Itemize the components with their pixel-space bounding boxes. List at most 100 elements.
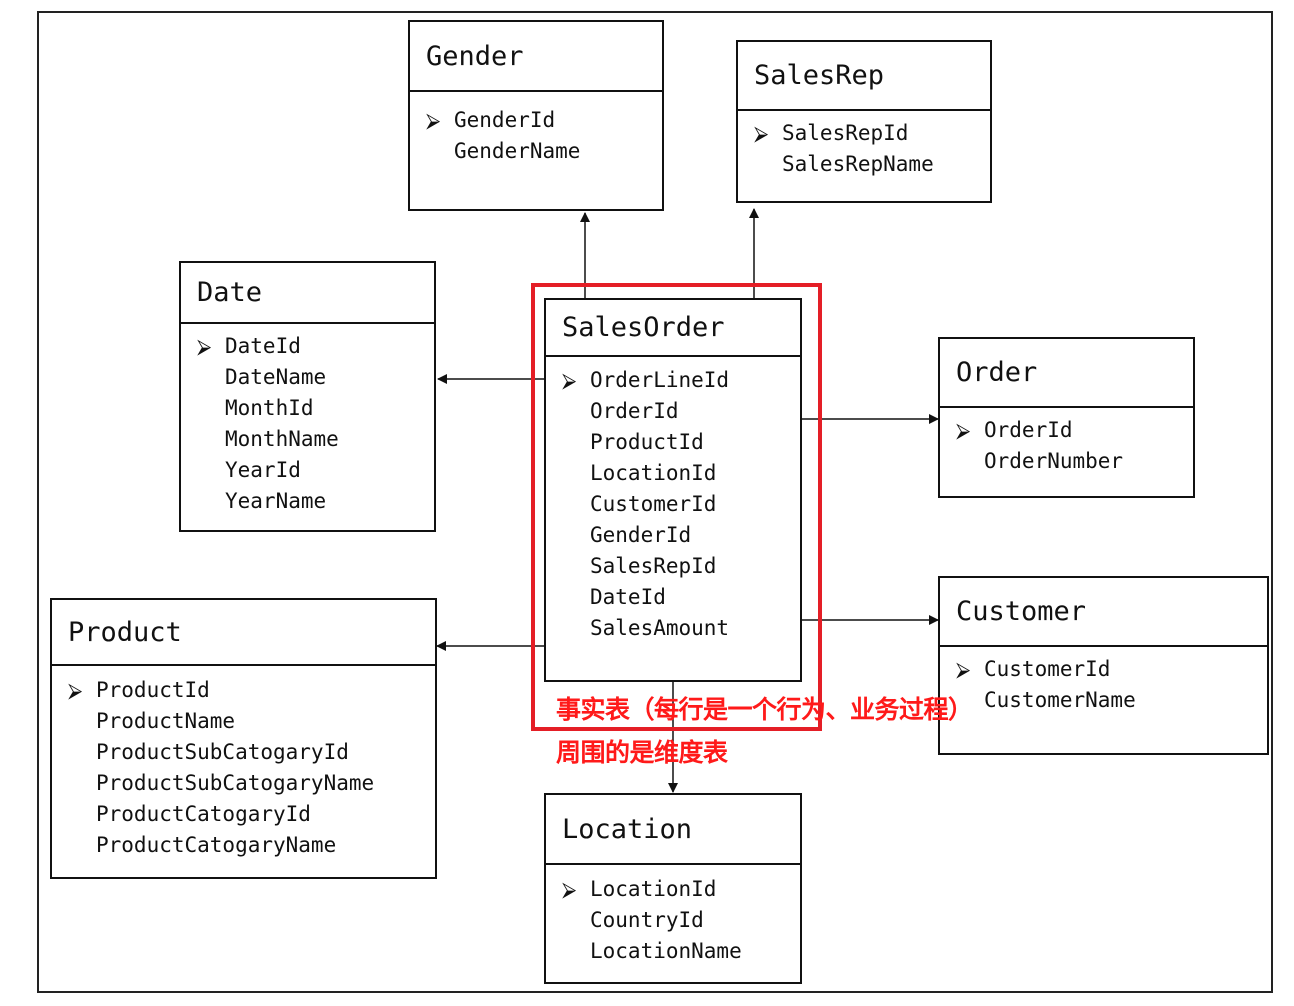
- gender-field: GenderName: [410, 136, 662, 167]
- date-field: MonthId: [181, 393, 434, 424]
- field-name: CountryId: [590, 908, 704, 932]
- location-table-fields: ⮚ LocationId CountryId LocationName: [546, 874, 800, 967]
- salesorder-field: LocationId: [546, 458, 800, 489]
- location-field: CountryId: [546, 905, 800, 936]
- field-name: SalesRepName: [782, 152, 934, 176]
- field-name: MonthName: [225, 427, 339, 451]
- field-name: LocationId: [590, 877, 717, 901]
- date-primary-key: ⮚ DateId: [181, 331, 434, 362]
- order-field: OrderNumber: [940, 446, 1193, 477]
- field-name: CustomerName: [984, 688, 1136, 712]
- field-name: DateId: [590, 585, 666, 609]
- date-field: MonthName: [181, 424, 434, 455]
- field-name: GenderId: [454, 108, 556, 132]
- gender-primary-key: ⮚ GenderId: [410, 105, 662, 136]
- salesorder-field: GenderId: [546, 520, 800, 551]
- field-name: ProductName: [96, 709, 236, 733]
- product-table: Product ⮚ ProductId ProductName ProductSu…: [50, 598, 437, 879]
- product-table-title: Product: [52, 600, 435, 666]
- field-name: ProductSubCatogaryId: [96, 740, 349, 764]
- salesrep-table-fields: ⮚ SalesRepId SalesRepName: [738, 118, 990, 180]
- product-field: ProductCatogaryName: [52, 830, 435, 861]
- arrow-key-icon: ⮚: [68, 678, 83, 702]
- field-name: LocationId: [590, 461, 717, 485]
- field-name: GenderId: [590, 523, 692, 547]
- order-table-title: Order: [940, 339, 1193, 408]
- date-field: DateName: [181, 362, 434, 393]
- field-name: ProductCatogaryName: [96, 833, 337, 857]
- field-name: SalesRepId: [590, 554, 717, 578]
- arrow-key-icon: ⮚: [426, 108, 441, 132]
- customer-table: Customer ⮚ CustomerId CustomerName: [938, 576, 1269, 755]
- salesorder-primary-key: ⮚ OrderLineId: [546, 365, 800, 396]
- product-field: ProductSubCatogaryId: [52, 737, 435, 768]
- product-field: ProductCatogaryId: [52, 799, 435, 830]
- field-name: YearId: [225, 458, 301, 482]
- field-name: GenderName: [454, 139, 581, 163]
- field-name: SalesAmount: [590, 616, 730, 640]
- product-field: ProductName: [52, 706, 435, 737]
- field-name: OrderId: [590, 399, 679, 423]
- salesorder-table-title: SalesOrder: [546, 300, 800, 357]
- date-table: Date ⮚ DateId DateName MonthId MonthName …: [179, 261, 436, 532]
- salesrep-field: SalesRepName: [738, 149, 990, 180]
- location-primary-key: ⮚ LocationId: [546, 874, 800, 905]
- field-name: DateName: [225, 365, 327, 389]
- dimension-table-annotation: 周围的是维度表: [556, 738, 728, 767]
- location-field: LocationName: [546, 936, 800, 967]
- field-name: LocationName: [590, 939, 742, 963]
- salesorder-table: SalesOrder ⮚ OrderLineId OrderId ProductI…: [544, 298, 802, 682]
- gender-table-fields: ⮚ GenderId GenderName: [410, 105, 662, 167]
- gender-table-title: Gender: [410, 22, 662, 92]
- order-table: Order ⮚ OrderId OrderNumber: [938, 337, 1195, 498]
- field-name: OrderNumber: [984, 449, 1124, 473]
- salesorder-field: OrderId: [546, 396, 800, 427]
- fact-table-annotation: 事实表（每行是一个行为、业务过程）: [556, 695, 973, 724]
- arrow-key-icon: ⮚: [754, 121, 769, 145]
- salesrep-table: SalesRep ⮚ SalesRepId SalesRepName: [736, 40, 992, 203]
- salesorder-field: CustomerId: [546, 489, 800, 520]
- salesorder-field: SalesRepId: [546, 551, 800, 582]
- customer-table-title: Customer: [940, 578, 1267, 647]
- field-name: OrderLineId: [590, 368, 730, 392]
- field-name: ProductSubCatogaryName: [96, 771, 375, 795]
- date-field: YearId: [181, 455, 434, 486]
- arrow-key-icon: ⮚: [956, 657, 971, 681]
- salesorder-field: ProductId: [546, 427, 800, 458]
- salesorder-field: SalesAmount: [546, 613, 800, 644]
- product-table-fields: ⮚ ProductId ProductName ProductSubCatogar…: [52, 675, 435, 861]
- fact-table-highlight: [531, 283, 822, 731]
- field-name: CustomerId: [984, 657, 1111, 681]
- product-primary-key: ⮚ ProductId: [52, 675, 435, 706]
- field-name: DateId: [225, 334, 301, 358]
- date-table-title: Date: [181, 263, 434, 324]
- arrow-key-icon: ⮚: [562, 368, 577, 392]
- product-field: ProductSubCatogaryName: [52, 768, 435, 799]
- arrow-key-icon: ⮚: [562, 877, 577, 901]
- customer-primary-key: ⮚ CustomerId: [940, 654, 1267, 685]
- salesorder-field: DateId: [546, 582, 800, 613]
- order-table-fields: ⮚ OrderId OrderNumber: [940, 415, 1193, 477]
- date-field: YearName: [181, 486, 434, 517]
- field-name: ProductCatogaryId: [96, 802, 311, 826]
- date-table-fields: ⮚ DateId DateName MonthId MonthName YearI…: [181, 331, 434, 517]
- field-name: MonthId: [225, 396, 314, 420]
- order-primary-key: ⮚ OrderId: [940, 415, 1193, 446]
- arrow-key-icon: ⮚: [956, 418, 971, 442]
- location-table-title: Location: [546, 795, 800, 865]
- salesrep-primary-key: ⮚ SalesRepId: [738, 118, 990, 149]
- field-name: ProductId: [96, 678, 210, 702]
- arrow-key-icon: ⮚: [197, 334, 212, 358]
- field-name: OrderId: [984, 418, 1073, 442]
- customer-field: CustomerName: [940, 685, 1267, 716]
- field-name: ProductId: [590, 430, 704, 454]
- salesrep-table-title: SalesRep: [738, 42, 990, 111]
- location-table: Location ⮚ LocationId CountryId LocationN…: [544, 793, 802, 984]
- gender-table: Gender ⮚ GenderId GenderName: [408, 20, 664, 211]
- field-name: YearName: [225, 489, 327, 513]
- salesorder-table-fields: ⮚ OrderLineId OrderId ProductId LocationI…: [546, 365, 800, 644]
- field-name: CustomerId: [590, 492, 717, 516]
- customer-table-fields: ⮚ CustomerId CustomerName: [940, 654, 1267, 716]
- field-name: SalesRepId: [782, 121, 909, 145]
